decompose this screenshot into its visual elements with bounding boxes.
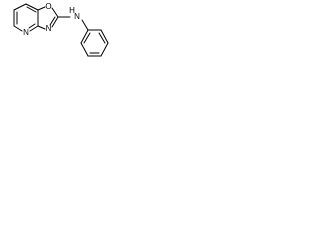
bond-nh-ph	[81, 19, 89, 31]
atom-nitrogen-oxazole: N	[46, 24, 52, 33]
bond-ox-3b	[49, 16, 56, 26]
molecule-drawing: O N N H N	[13, 2, 109, 57]
bond-pyr-4b	[28, 23, 36, 29]
bond-ph-6	[80, 29, 89, 44]
bond-ox-3	[51, 16, 59, 28]
atom-oxygen: O	[45, 2, 51, 11]
chemical-structure: O N N H N	[0, 0, 128, 77]
bond-ph-6b	[83, 32, 91, 44]
bond-pyr-5	[13, 25, 23, 32]
bond-ph-3	[100, 42, 109, 57]
bond-pyr-2	[25, 3, 39, 11]
oxazole-ring	[37, 6, 59, 30]
bond-ox-2	[51, 7, 59, 18]
bond-pyr-2b	[26, 6, 37, 13]
bond-ox-4	[37, 25, 46, 30]
bond-ph-2b	[98, 32, 106, 44]
phenyl-ring	[80, 29, 109, 57]
pyridine-ring	[13, 3, 39, 32]
atom-hydrogen-amine: H	[69, 6, 75, 15]
atom-nitrogen-pyridine: N	[23, 28, 29, 37]
atom-nitrogen-amine: N	[74, 12, 80, 21]
bond-pyr-4	[29, 25, 39, 32]
bond-ph-2	[100, 29, 109, 44]
bond-pyr-1	[13, 3, 27, 11]
bond-ox-1	[37, 6, 46, 11]
bond-ph-5	[80, 42, 89, 57]
